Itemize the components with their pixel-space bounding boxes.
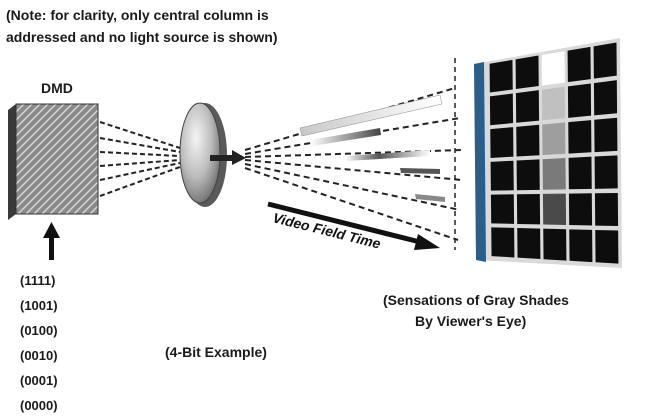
grid-cell [594,117,618,153]
grid-cell [569,229,593,263]
gray-shade-cell [541,51,565,86]
grid-cell [490,194,515,224]
grid-cell [491,227,515,258]
grid-cell [515,55,539,90]
rays-dmd-to-lens [99,121,181,197]
grid-cell [593,80,618,116]
grid-cell [567,83,592,118]
grid-cell [593,42,617,79]
grid-cell [516,193,541,225]
grid-cell [515,90,540,123]
gray-shade-cell [542,193,567,225]
note-line-2: addressed and no light source is shown) [6,29,278,45]
address-arrow [43,222,60,260]
dmd-label: DMD [41,80,73,96]
grid-cell [568,120,592,154]
grid-cell [516,159,540,191]
grid-cell [490,127,514,158]
gray-caption-line-2: By Viewer's Eye) [415,313,527,329]
light-pulses [299,94,445,202]
grid-cell [489,59,513,93]
grid-cell [568,193,593,226]
dmd-chip [8,103,99,220]
grid-cell [568,156,592,190]
projection-lens [179,102,246,207]
gray-shade-screen [474,38,622,268]
grid-cell [490,160,514,191]
grid-cell [516,124,540,157]
grid-cell [517,227,541,260]
grid-cell [595,229,619,264]
gray-caption-line-1: (Sensations of Gray Shades [383,292,569,308]
gray-shade-cell [541,86,566,121]
gray-shade-cell [543,228,567,261]
bit-code: (0010) [20,348,58,363]
grid-cell [489,93,514,126]
grid-cell [567,46,591,83]
gray-shade-cell [542,122,566,156]
bit-code: (1001) [20,298,58,313]
gray-shade-cell [542,158,566,190]
bit-code: (0001) [20,373,58,388]
video-field-time-arrow: Video Field Time [267,201,440,252]
bit-code: (0100) [20,323,58,338]
grid-cell [594,155,618,189]
bit-code-list: (1111) (1001) (0100) (0010) (0001) (0000… [20,268,58,418]
bit-example-label: (4-Bit Example) [165,344,267,360]
bit-code: (0000) [20,398,58,413]
note-line-1: (Note: for clarity, only central column … [6,7,269,23]
bit-code: (1111) [20,273,56,288]
grid-cell [594,192,619,227]
